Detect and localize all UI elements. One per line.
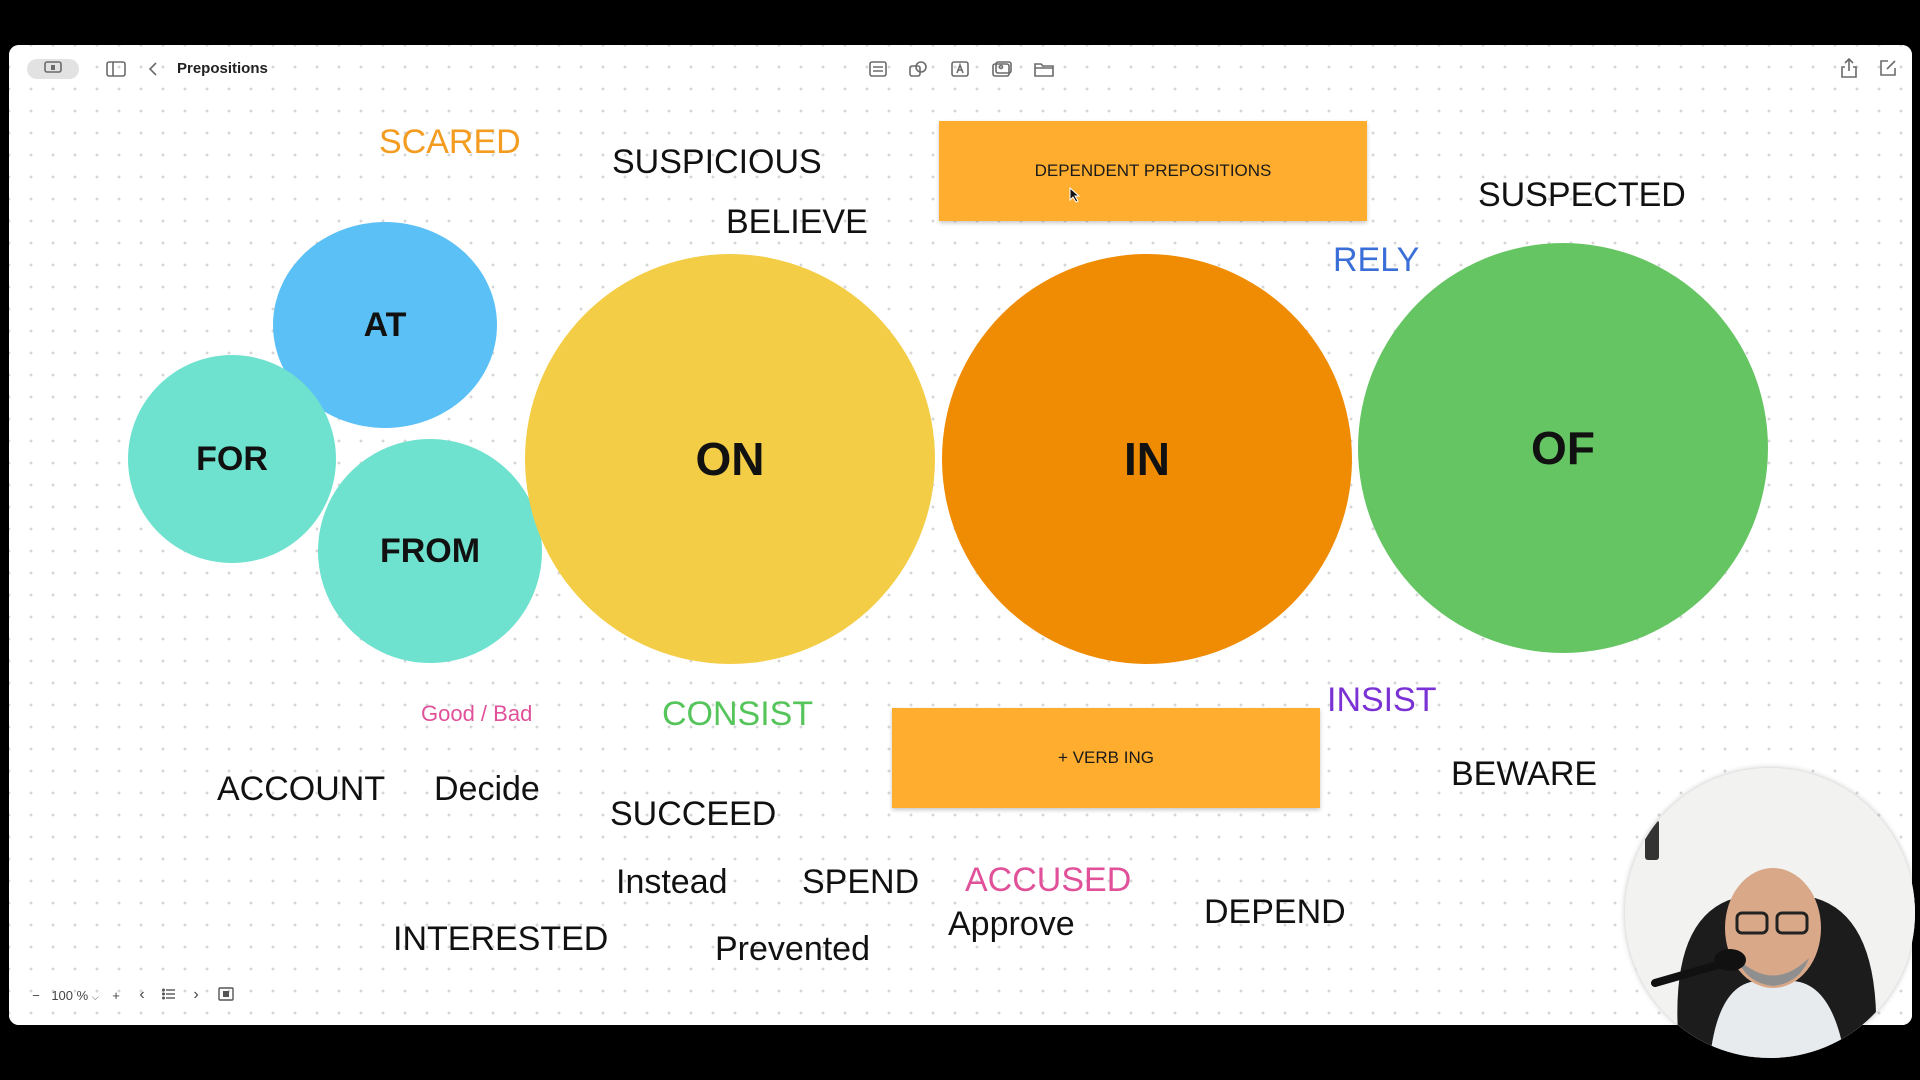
word-insist[interactable]: INSIST (1327, 681, 1437, 719)
zoom-in-button[interactable]: + (112, 987, 120, 1003)
circle-label: FROM (379, 531, 481, 570)
zoom-level-value: 100 % (51, 987, 89, 1003)
compose-icon[interactable] (1877, 57, 1899, 79)
circle-label: IN (1124, 433, 1170, 485)
word-accused[interactable]: ACCUSED (965, 861, 1132, 899)
circle-in[interactable]: IN (942, 254, 1352, 664)
circle-on[interactable]: ON (525, 254, 935, 664)
back-chevron-icon[interactable] (145, 59, 161, 79)
media-icon[interactable] (990, 59, 1014, 79)
share-icon[interactable] (1839, 57, 1859, 79)
text-box-icon[interactable] (949, 59, 971, 79)
circle-label: ON (695, 433, 765, 485)
circle-label: OF (1531, 422, 1595, 474)
word-consist[interactable]: CONSIST (662, 695, 814, 733)
chevron-down-icon: ⌵ (91, 991, 99, 1002)
word-account[interactable]: ACCOUNT (217, 770, 386, 808)
board-canvas[interactable]: Prepositions DEPENDENT PREPOSITIONS + VE… (9, 45, 1912, 1025)
word-succeed[interactable]: SUCCEED (610, 795, 777, 833)
prev-page-button[interactable]: ‹ (139, 986, 145, 1003)
word-interested[interactable]: INTERESTED (393, 920, 609, 958)
word-decide[interactable]: Decide (434, 770, 540, 808)
word-rely[interactable]: RELY (1333, 241, 1420, 279)
circle-label: FOR (196, 439, 268, 478)
zoom-level-select[interactable]: 100 % ⌵ (45, 988, 105, 1003)
app-window: Prepositions DEPENDENT PREPOSITIONS + VE… (9, 45, 1912, 1025)
folder-icon[interactable] (1033, 59, 1055, 79)
circle-of[interactable]: OF (1358, 243, 1768, 653)
page-title: Prepositions (177, 60, 268, 77)
card-title: + VERB ING (1058, 748, 1154, 767)
shapes-icon[interactable] (907, 59, 929, 79)
card-title: DEPENDENT PREPOSITIONS (1034, 161, 1272, 180)
word-believe[interactable]: BELIEVE (726, 203, 868, 241)
word-good-bad[interactable]: Good / Bad (421, 701, 533, 726)
fit-to-screen-icon[interactable] (211, 986, 241, 1004)
word-depend[interactable]: DEPEND (1204, 893, 1346, 931)
word-suspected[interactable]: SUSPECTED (1478, 176, 1686, 214)
word-approve[interactable]: Approve (948, 905, 1075, 943)
verb-ing-card[interactable]: + VERB ING (892, 708, 1320, 808)
presenter-webcam (1625, 768, 1915, 1058)
sidebar-toggle-icon[interactable] (105, 59, 127, 79)
circle-from[interactable]: FROM (318, 439, 542, 663)
zoom-toolbar: − 100 % ⌵ + ‹ › (27, 985, 241, 1005)
word-beware[interactable]: BEWARE (1451, 755, 1598, 793)
circle-for[interactable]: FOR (128, 355, 336, 563)
view-mode-toggle[interactable] (27, 59, 79, 79)
word-spend[interactable]: SPEND (802, 863, 920, 901)
view-mode-icon (43, 60, 63, 78)
outline-list-icon[interactable] (157, 988, 181, 1003)
mouse-cursor-icon (1069, 186, 1081, 208)
next-page-button[interactable]: › (193, 986, 199, 1003)
word-instead[interactable]: Instead (616, 863, 728, 901)
circle-label: AT (363, 305, 407, 344)
word-scared[interactable]: SCARED (379, 123, 521, 161)
word-prevented[interactable]: Prevented (715, 930, 870, 968)
list-icon[interactable] (867, 59, 889, 79)
presenter-video-frame (1625, 768, 1915, 1058)
zoom-out-button[interactable]: − (32, 987, 40, 1003)
dependent-prepositions-card[interactable]: DEPENDENT PREPOSITIONS (939, 121, 1367, 221)
word-suspicious[interactable]: SUSPICIOUS (612, 143, 822, 181)
